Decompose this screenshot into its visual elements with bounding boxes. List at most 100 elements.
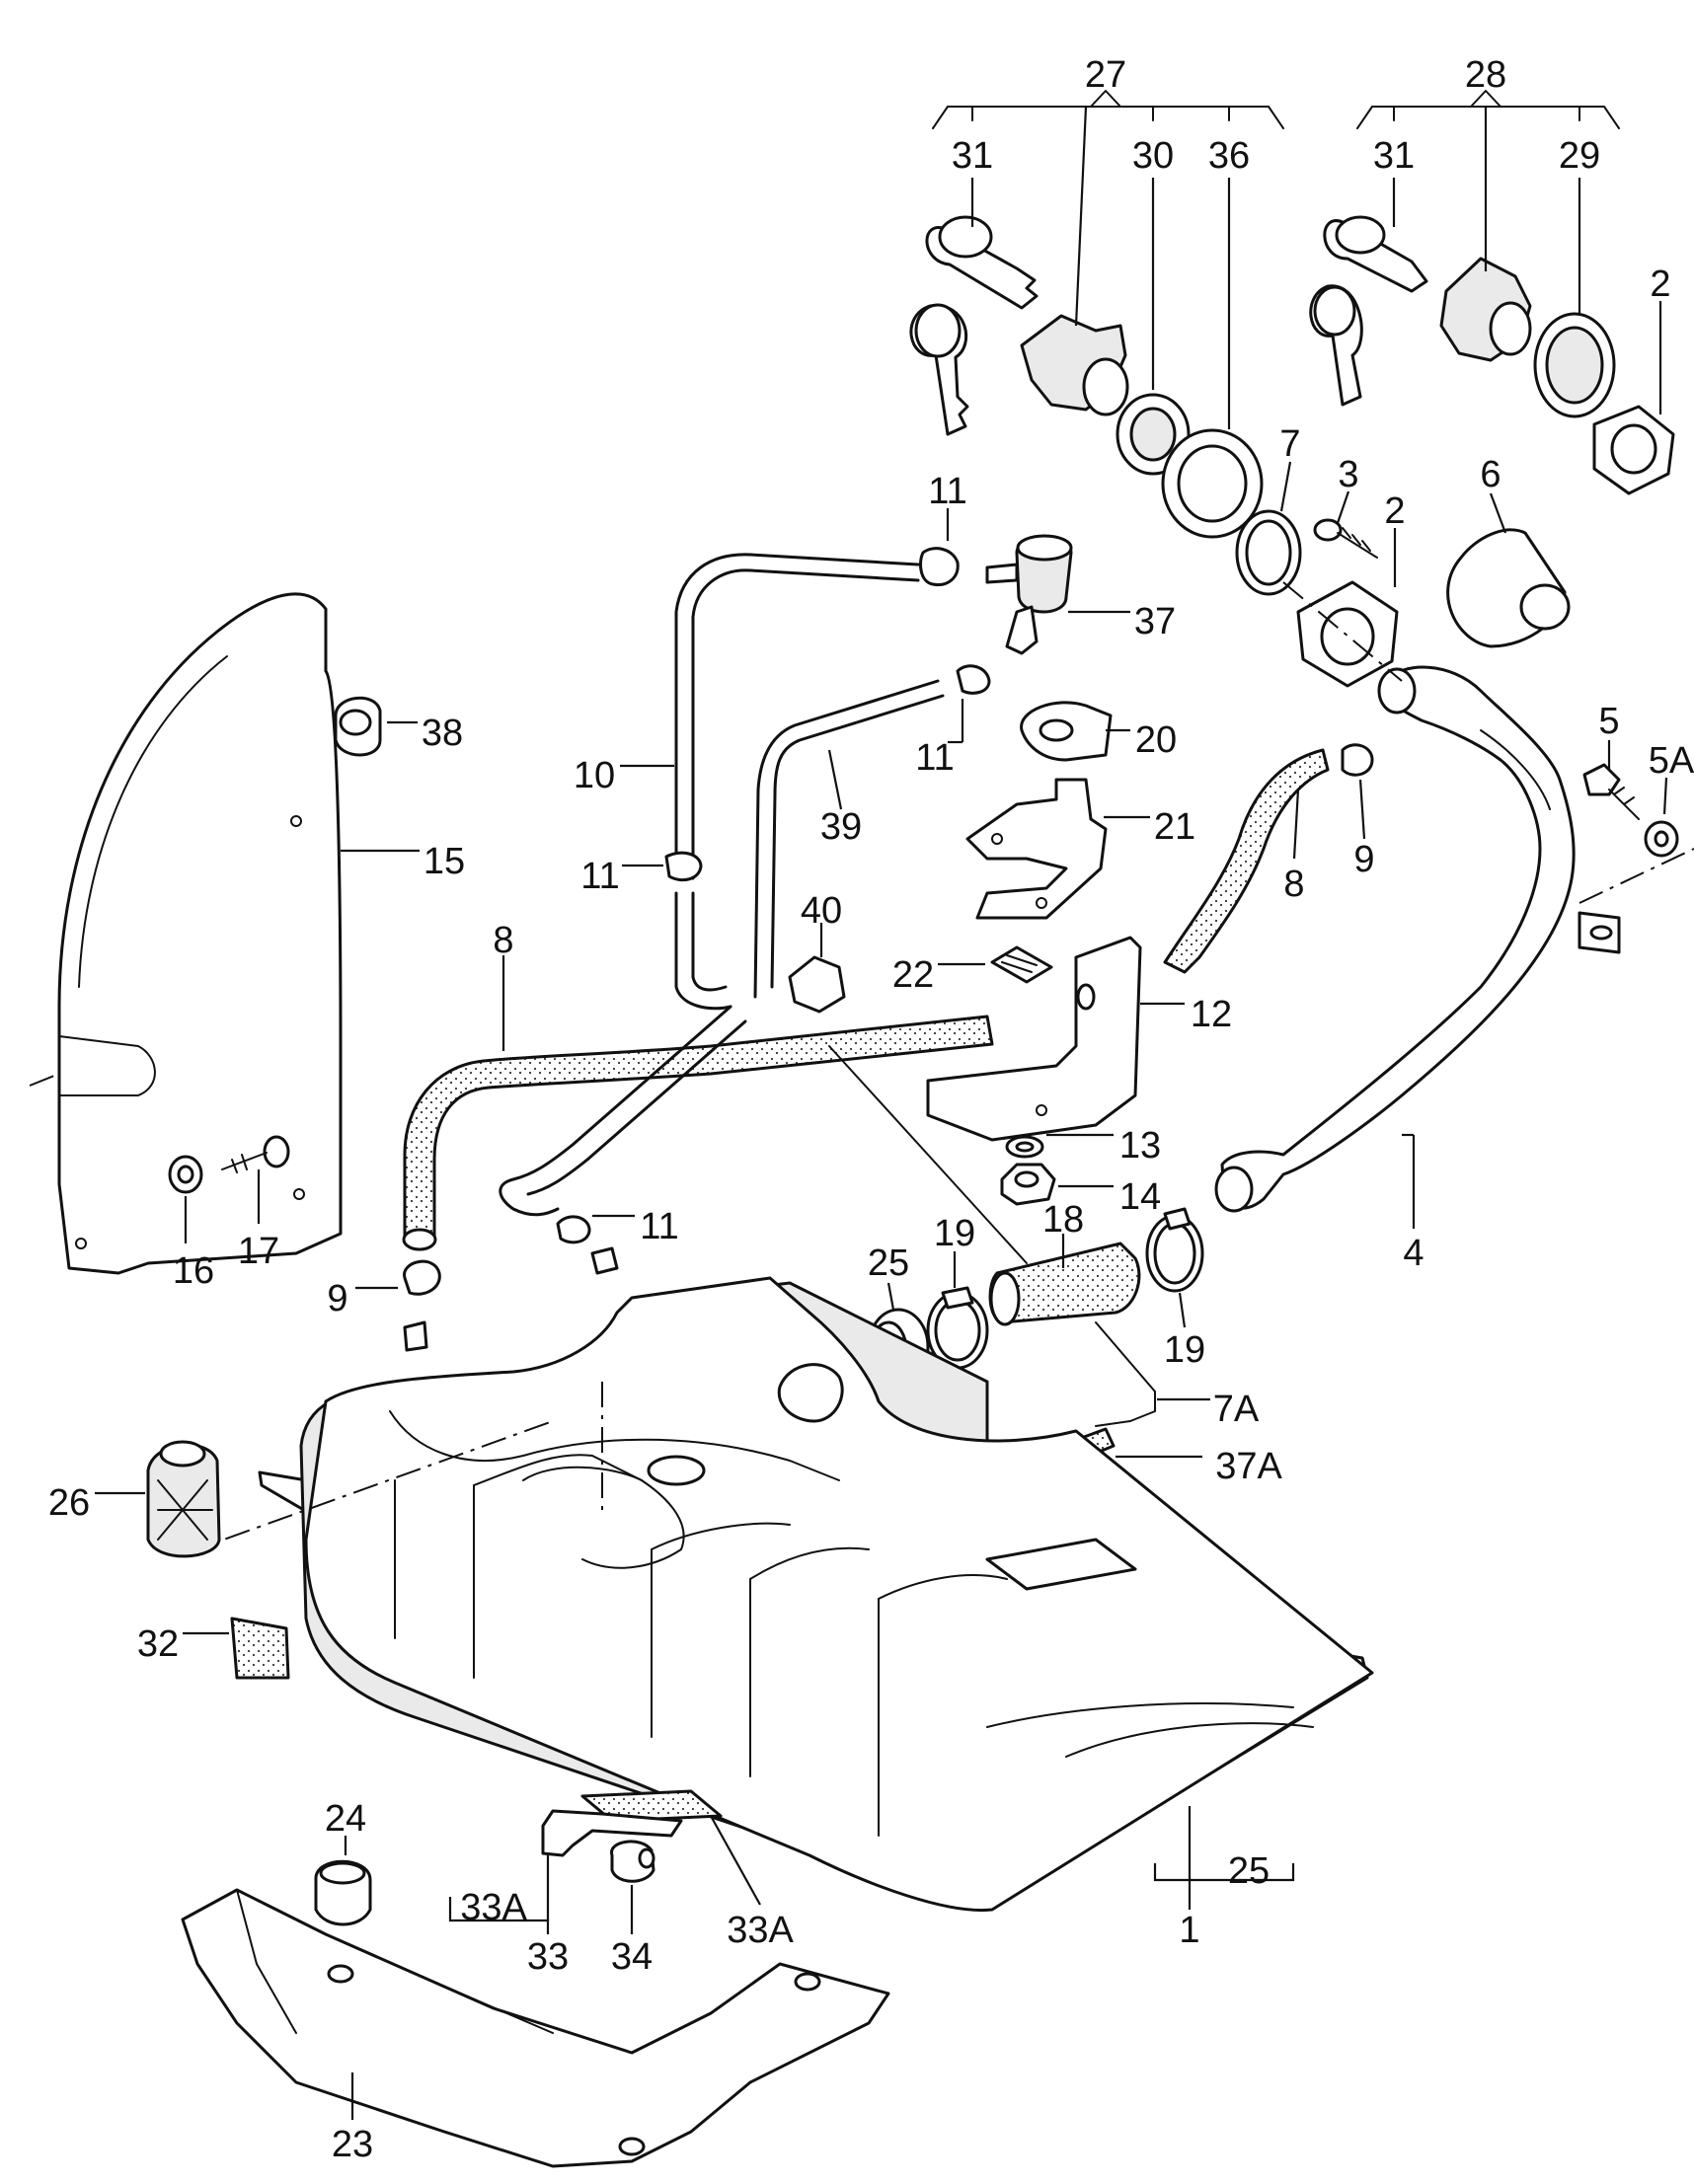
hose-8-left — [402, 1015, 994, 1251]
callout-c11c: 11 — [580, 856, 619, 897]
callout-c31b: 31 — [1373, 135, 1415, 177]
plug-34 — [610, 1840, 655, 1883]
callout-c7: 7 — [1279, 423, 1300, 465]
wheel-housing-liner-15 — [57, 592, 343, 1275]
callout-c7a: 7A — [1213, 1389, 1260, 1430]
callout-c21: 21 — [1154, 806, 1195, 848]
callout-c13: 13 — [1119, 1125, 1161, 1167]
gasket-36 — [1161, 428, 1264, 539]
callout-c36: 36 — [1208, 135, 1250, 177]
callout-c8a: 8 — [1283, 864, 1304, 905]
callout-c37: 37 — [1134, 601, 1176, 642]
filler-hose-18 — [988, 1242, 1141, 1326]
grommet-38 — [334, 696, 382, 757]
callout-c2b: 2 — [1384, 490, 1405, 532]
hose-clamp-19-left — [926, 1286, 989, 1370]
callout-c9b: 9 — [327, 1278, 347, 1319]
callout-c11d: 11 — [640, 1206, 678, 1247]
bracket-21 — [965, 778, 1108, 920]
hose-clip-11-top — [919, 547, 960, 587]
callout-c12: 12 — [1191, 994, 1232, 1035]
callout-c5a: 5A — [1649, 740, 1694, 782]
fuel-tank-1 — [258, 1276, 1374, 1913]
callout-c11b: 11 — [915, 737, 954, 779]
callout-c19a: 19 — [934, 1213, 975, 1254]
callout-c3: 3 — [1338, 454, 1358, 495]
fuel-strainer-26 — [146, 1440, 221, 1558]
callout-c8b: 8 — [493, 920, 513, 961]
seal-ring-29 — [1533, 312, 1616, 418]
callout-c18: 18 — [1042, 1199, 1084, 1241]
hose-clamp-19-right — [1145, 1207, 1204, 1293]
callout-c27: 27 — [1085, 54, 1126, 96]
callout-c26: 26 — [48, 1482, 90, 1524]
callout-c19b: 19 — [1164, 1329, 1205, 1371]
foam-pad-32 — [230, 1617, 290, 1680]
callout-c38: 38 — [422, 713, 463, 754]
seal-ring-7 — [1235, 509, 1302, 596]
axis-line-26 — [182, 1420, 554, 1555]
washer-16 — [168, 1155, 203, 1194]
callout-c34: 34 — [611, 1936, 653, 1978]
heat-shield-23 — [181, 1888, 890, 2168]
callout-c33a1: 33A — [460, 1887, 527, 1928]
fuel-line-7a — [1095, 1321, 1156, 1427]
grommet-6 — [1446, 528, 1571, 648]
callout-c32: 32 — [137, 1623, 179, 1665]
group-bracket-28 — [1356, 90, 1620, 129]
callout-c25b: 25 — [1228, 1850, 1270, 1892]
callout-c4: 4 — [1403, 1233, 1424, 1274]
key-set-left — [909, 215, 1039, 436]
hose-clip-9-left — [403, 1259, 441, 1296]
screw-17 — [221, 1135, 290, 1173]
callout-c17: 17 — [238, 1231, 279, 1272]
bracket-12 — [926, 936, 1142, 1142]
filler-neck-4 — [1214, 665, 1621, 1213]
callout-c2a: 2 — [1650, 264, 1670, 305]
callout-c16: 16 — [173, 1250, 214, 1292]
hose-8-right — [1163, 748, 1330, 974]
locking-cap-28 — [1439, 257, 1532, 362]
vent-pipe-39 — [753, 679, 945, 999]
grommet-24 — [314, 1859, 372, 1926]
group-bracket-27 — [932, 90, 1284, 129]
key-set-right — [1309, 215, 1428, 407]
callout-c39: 39 — [820, 806, 862, 848]
locking-cap-27 — [1020, 314, 1129, 416]
callout-c31a: 31 — [952, 135, 993, 177]
callout-c28: 28 — [1465, 54, 1506, 96]
callout-c24: 24 — [325, 1798, 366, 1840]
washer-13 — [1005, 1135, 1044, 1159]
hose-clip-9-right — [1341, 743, 1374, 777]
callout-c25a: 25 — [868, 1243, 909, 1284]
callout-c20: 20 — [1135, 719, 1177, 761]
callout-c29: 29 — [1559, 135, 1600, 177]
callout-c11a: 11 — [928, 471, 966, 512]
vent-pipe-lower — [499, 1005, 1028, 1264]
hose-clip-11-lower — [956, 664, 991, 695]
washer-5a — [1644, 820, 1679, 858]
callout-c1: 1 — [1179, 1910, 1199, 1951]
callout-c33: 33 — [527, 1936, 569, 1978]
callout-c23: 23 — [332, 2124, 373, 2165]
bolt-5 — [1582, 763, 1640, 820]
callout-c14: 14 — [1119, 1176, 1161, 1218]
bracket-33 — [541, 1809, 683, 1857]
axis-line-15 — [29, 1065, 80, 1087]
clip-22 — [990, 945, 1053, 984]
hose-clip-11-bottom — [556, 1215, 591, 1244]
hose-clip-11-mid — [664, 851, 703, 882]
cover-plate-2-top — [1592, 405, 1675, 495]
callout-c15: 15 — [424, 841, 465, 882]
breather-pipe-10 — [674, 553, 920, 1011]
retainer-20 — [1020, 701, 1113, 762]
callout-c9a: 9 — [1353, 839, 1374, 880]
nut-14 — [1000, 1163, 1056, 1206]
screw-3 — [1313, 518, 1378, 559]
callout-c10: 10 — [574, 755, 615, 796]
callout-c37a: 37A — [1215, 1446, 1282, 1487]
cover-plate-2 — [1296, 580, 1399, 688]
callout-c40: 40 — [801, 890, 842, 932]
